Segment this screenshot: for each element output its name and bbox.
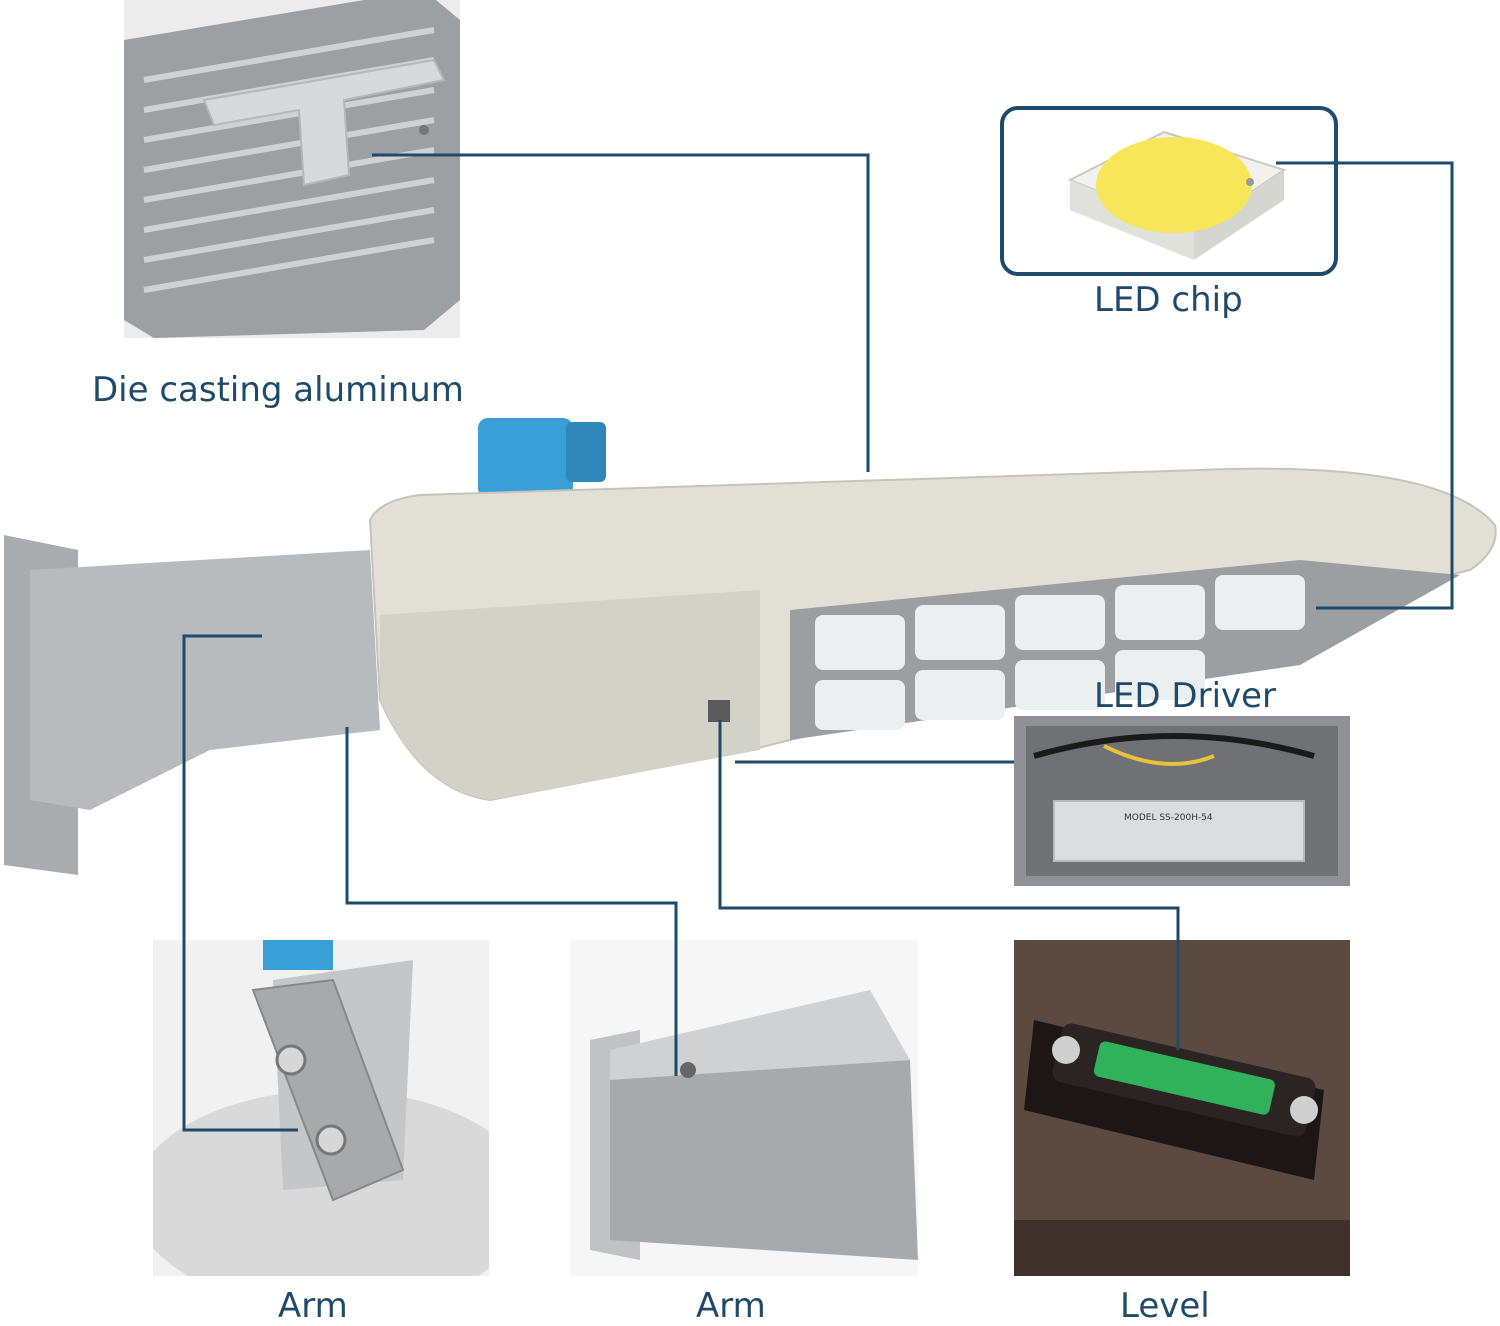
callout-arm-2 <box>345 727 678 1076</box>
label-arm-1: Arm <box>278 1286 348 1326</box>
led-driver-photo: MODEL SS-200H-54 <box>1014 716 1350 886</box>
arm-photo <box>570 940 918 1276</box>
label-arm-2: Arm <box>696 1286 766 1326</box>
arm-illustration <box>570 940 918 1276</box>
label-die-casting: Die casting aluminum <box>92 370 464 410</box>
callout-die-casting <box>372 153 870 472</box>
level-photo <box>1014 940 1350 1276</box>
heatsink-illustration <box>124 0 460 338</box>
arm-bracket-photo <box>153 940 489 1276</box>
fixture-illustration <box>4 418 1497 875</box>
main-fixture-photo <box>0 400 1500 930</box>
arm-bracket-illustration <box>153 940 489 1276</box>
led-driver-illustration: MODEL SS-200H-54 <box>1014 716 1350 886</box>
label-led-chip: LED chip <box>1094 280 1243 320</box>
callout-level <box>718 720 1180 1050</box>
callout-led-chip <box>1276 161 1454 610</box>
led-chip-box <box>1000 106 1338 276</box>
driver-model-text: MODEL SS-200H-54 <box>1124 813 1213 823</box>
level-illustration <box>1014 940 1350 1276</box>
label-level: Level <box>1120 1286 1210 1326</box>
callout-arm-1 <box>182 634 298 1132</box>
led-chip-illustration <box>1067 130 1287 260</box>
label-led-driver: LED Driver <box>1094 676 1277 716</box>
heatsink-photo <box>124 0 460 338</box>
